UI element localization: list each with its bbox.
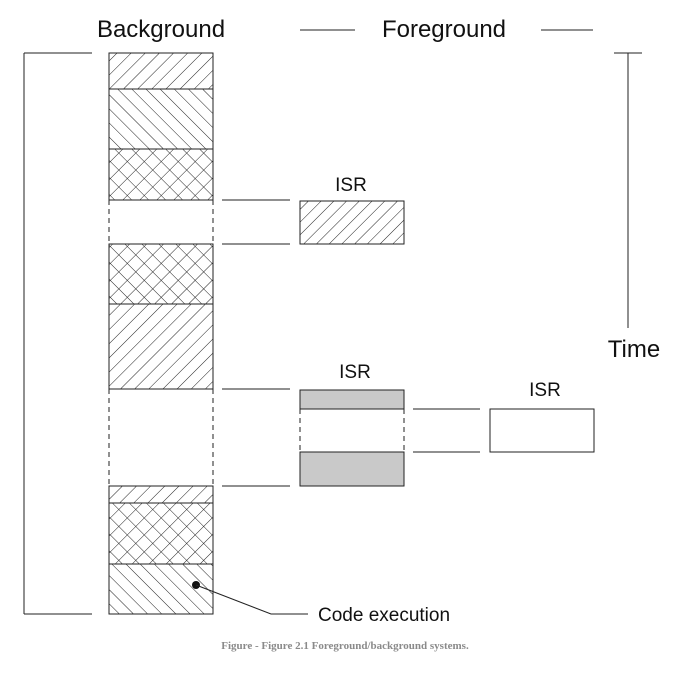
- task-block-8: [108, 563, 214, 615]
- task-block-4: [108, 243, 214, 305]
- time-label: Time: [608, 336, 660, 363]
- task-block-7: [108, 502, 214, 565]
- task-block-1: [108, 52, 214, 90]
- task-block-3: [108, 148, 214, 201]
- figure-caption: Figure - Figure 2.1 Foreground/backgroun…: [221, 640, 469, 652]
- task-block-6: [108, 485, 214, 504]
- isr-block-2-bottom: [299, 451, 405, 487]
- interrupt-3: ISR: [413, 380, 595, 453]
- code-execution-pointer: Code execution: [192, 581, 450, 626]
- background-column: [108, 52, 214, 615]
- foreground-heading: Foreground: [382, 16, 506, 43]
- interrupt-2: ISR: [222, 362, 405, 487]
- interrupt-1: ISR: [222, 175, 405, 245]
- task-block-2: [108, 88, 214, 150]
- background-heading: Background: [97, 16, 225, 43]
- background-bracket: [23, 52, 92, 615]
- isr-label-1: ISR: [335, 175, 367, 196]
- isr-block-3: [489, 408, 595, 453]
- time-axis: Time: [608, 52, 660, 363]
- isr-label-2: ISR: [339, 362, 371, 383]
- isr-label-3: ISR: [529, 380, 561, 401]
- isr-block-1: [299, 200, 405, 245]
- code-execution-label: Code execution: [318, 605, 450, 626]
- isr-block-2-top: [299, 389, 405, 410]
- task-block-5: [108, 303, 214, 390]
